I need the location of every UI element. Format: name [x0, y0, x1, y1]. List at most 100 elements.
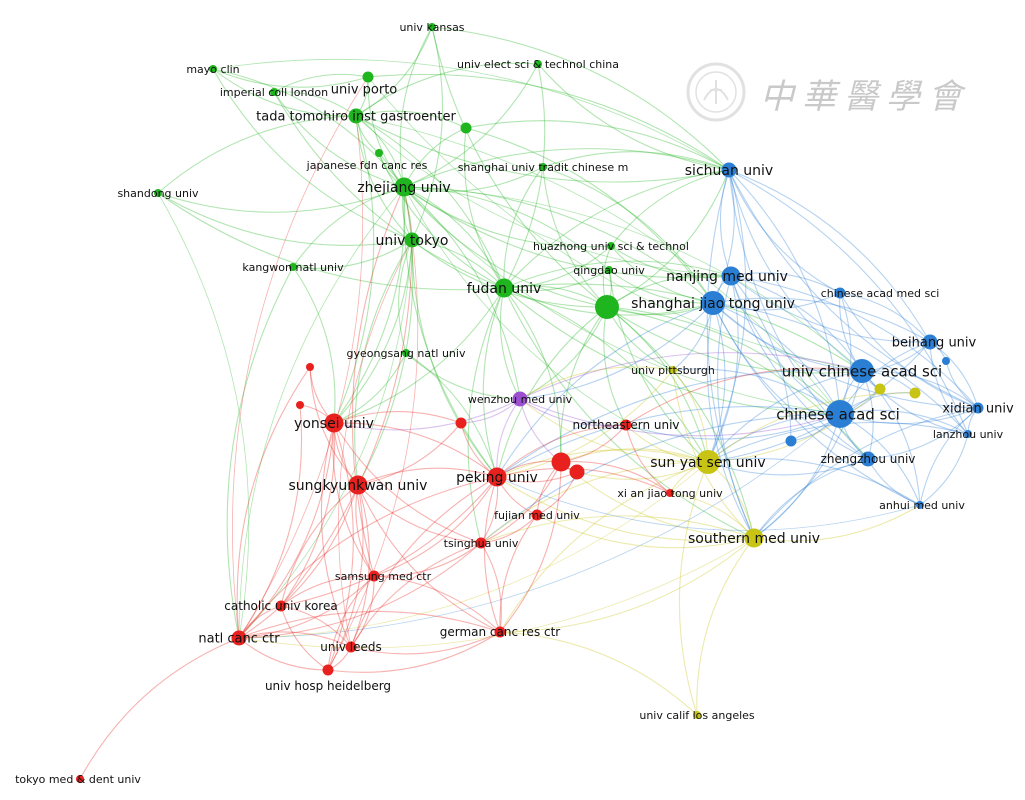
edge-pittsburgh-peking — [496, 369, 674, 478]
node-german[interactable] — [494, 626, 506, 638]
node-y-unl2[interactable] — [909, 387, 921, 399]
edge-sungkyunkwan-leeds — [350, 484, 370, 648]
node-nanjing[interactable] — [721, 266, 741, 286]
edge-mayo-sichuan — [212, 59, 730, 171]
edge-samsung-german — [373, 575, 501, 633]
edge-sungkyunkwan-samsung — [355, 484, 375, 577]
edge-tada-g_unl1 — [355, 110, 467, 129]
label-xian: xi an jiao tong univ — [617, 487, 723, 500]
label-mayo: mayo clin — [186, 63, 239, 76]
node-anhui[interactable] — [916, 501, 924, 509]
edge-zhejiang-nanjing — [403, 186, 732, 279]
node-xian[interactable] — [666, 489, 674, 497]
node-samsung[interactable] — [368, 570, 380, 582]
node-b-unl1[interactable] — [785, 435, 797, 447]
node-r-unl4[interactable] — [551, 452, 571, 472]
edge-sjtu-zhengzhou — [712, 302, 869, 460]
label-sysu: sun yat sen univ — [650, 455, 765, 471]
node-pittsburgh[interactable] — [669, 366, 677, 374]
edge-leeds-german — [350, 631, 501, 655]
node-northeastern[interactable] — [620, 419, 632, 431]
node-tada[interactable] — [348, 108, 364, 124]
node-beihang[interactable] — [922, 334, 938, 350]
node-fudan[interactable] — [494, 278, 514, 298]
node-shandong[interactable] — [154, 189, 162, 197]
edge-gyeongsang-peking — [405, 352, 498, 478]
node-shanghai-tcm[interactable] — [539, 163, 547, 171]
node-y-unl1[interactable] — [874, 383, 886, 395]
edge-zhejiang-yonsei — [333, 186, 406, 424]
edge-catholic-leeds — [280, 605, 352, 648]
node-mayo[interactable] — [209, 65, 217, 73]
node-fujian[interactable] — [531, 509, 543, 521]
node-sysu[interactable] — [696, 450, 720, 474]
node-natl-canc[interactable] — [231, 630, 247, 646]
label-northeastern: northeastern univ — [572, 418, 679, 432]
edge-g_unl1-fudan — [463, 127, 505, 289]
node-r-unl2[interactable] — [296, 401, 304, 409]
node-southern[interactable] — [744, 528, 764, 548]
edge-porto-sichuan — [367, 73, 730, 171]
edge-xidian-anhui — [919, 407, 979, 506]
node-r-unl1[interactable] — [306, 363, 314, 371]
node-b-unl2[interactable] — [942, 357, 950, 365]
node-tokyo-med[interactable] — [76, 775, 84, 783]
node-sichuan[interactable] — [721, 162, 737, 178]
node-kangwon[interactable] — [289, 263, 297, 271]
node-yonsei[interactable] — [324, 413, 344, 433]
edge-zhejiang-huazhong — [403, 186, 612, 248]
node-sjtu[interactable] — [701, 291, 725, 315]
node-chinese-med[interactable] — [834, 287, 846, 299]
node-sungkyunkwan[interactable] — [348, 475, 368, 495]
node-porto[interactable] — [362, 71, 374, 83]
edge-cas-pittsburgh — [672, 368, 841, 415]
node-lanzhou[interactable] — [964, 430, 972, 438]
node-univ-elect[interactable] — [534, 60, 542, 68]
node-tokyo[interactable] — [404, 232, 420, 248]
node-heidelberg[interactable] — [322, 664, 334, 676]
edge-zhejiang-sungkyunkwan — [357, 186, 414, 486]
node-xidian[interactable] — [972, 402, 984, 414]
edge-sysu-natl_canc — [238, 461, 709, 639]
node-japanese[interactable] — [375, 149, 383, 157]
label-qingdao: qingdao univ — [573, 264, 645, 277]
edge-g_unl1-sjtu — [465, 127, 714, 304]
label-univ-kansas: univ kansas — [399, 21, 464, 34]
edge-sjtu-southern — [706, 302, 755, 539]
node-cas[interactable] — [826, 400, 854, 428]
edge-porto-ucas — [367, 76, 863, 372]
edge-wenzhou-r_unl4 — [519, 398, 562, 463]
node-peking[interactable] — [487, 467, 507, 487]
node-gyeongsang[interactable] — [402, 349, 410, 357]
edge-beihang-xidian — [929, 341, 979, 409]
node-qingdao[interactable] — [605, 266, 613, 274]
edge-chinese_med-beihang — [839, 292, 931, 343]
node-leeds[interactable] — [345, 641, 357, 653]
edge-beihang-sysu — [707, 341, 931, 463]
node-ucla[interactable] — [693, 711, 701, 719]
node-ucas[interactable] — [850, 359, 874, 383]
node-wenzhou[interactable] — [512, 391, 528, 407]
edge-kangwon-natl_canc — [226, 266, 294, 639]
node-catholic[interactable] — [275, 600, 287, 612]
node-zhejiang[interactable] — [394, 177, 414, 197]
node-huazhong[interactable] — [607, 242, 615, 250]
node-r-unl5[interactable] — [569, 464, 585, 480]
edge-southern-fujian — [536, 514, 755, 549]
edge-sjtu-anhui — [712, 302, 921, 506]
node-r-unl3[interactable] — [455, 417, 467, 429]
edge-sjtu-chinese_med — [712, 292, 841, 311]
edge-g_big-northeastern — [603, 306, 627, 426]
edge-g_unl1-sichuan — [465, 120, 730, 171]
node-tsinghua[interactable] — [475, 537, 487, 549]
node-univ-kansas[interactable] — [428, 23, 436, 31]
node-zhengzhou[interactable] — [860, 451, 876, 467]
node-imperial[interactable] — [270, 88, 278, 96]
edge-imperial-porto — [273, 73, 369, 93]
edge-univ_elect-tada — [355, 62, 539, 117]
label-heidelberg: univ hosp heidelberg — [265, 679, 391, 693]
node-g-unl1[interactable] — [460, 122, 472, 134]
node-g-big[interactable] — [595, 295, 619, 319]
edge-sichuan-nanjing — [719, 169, 732, 277]
